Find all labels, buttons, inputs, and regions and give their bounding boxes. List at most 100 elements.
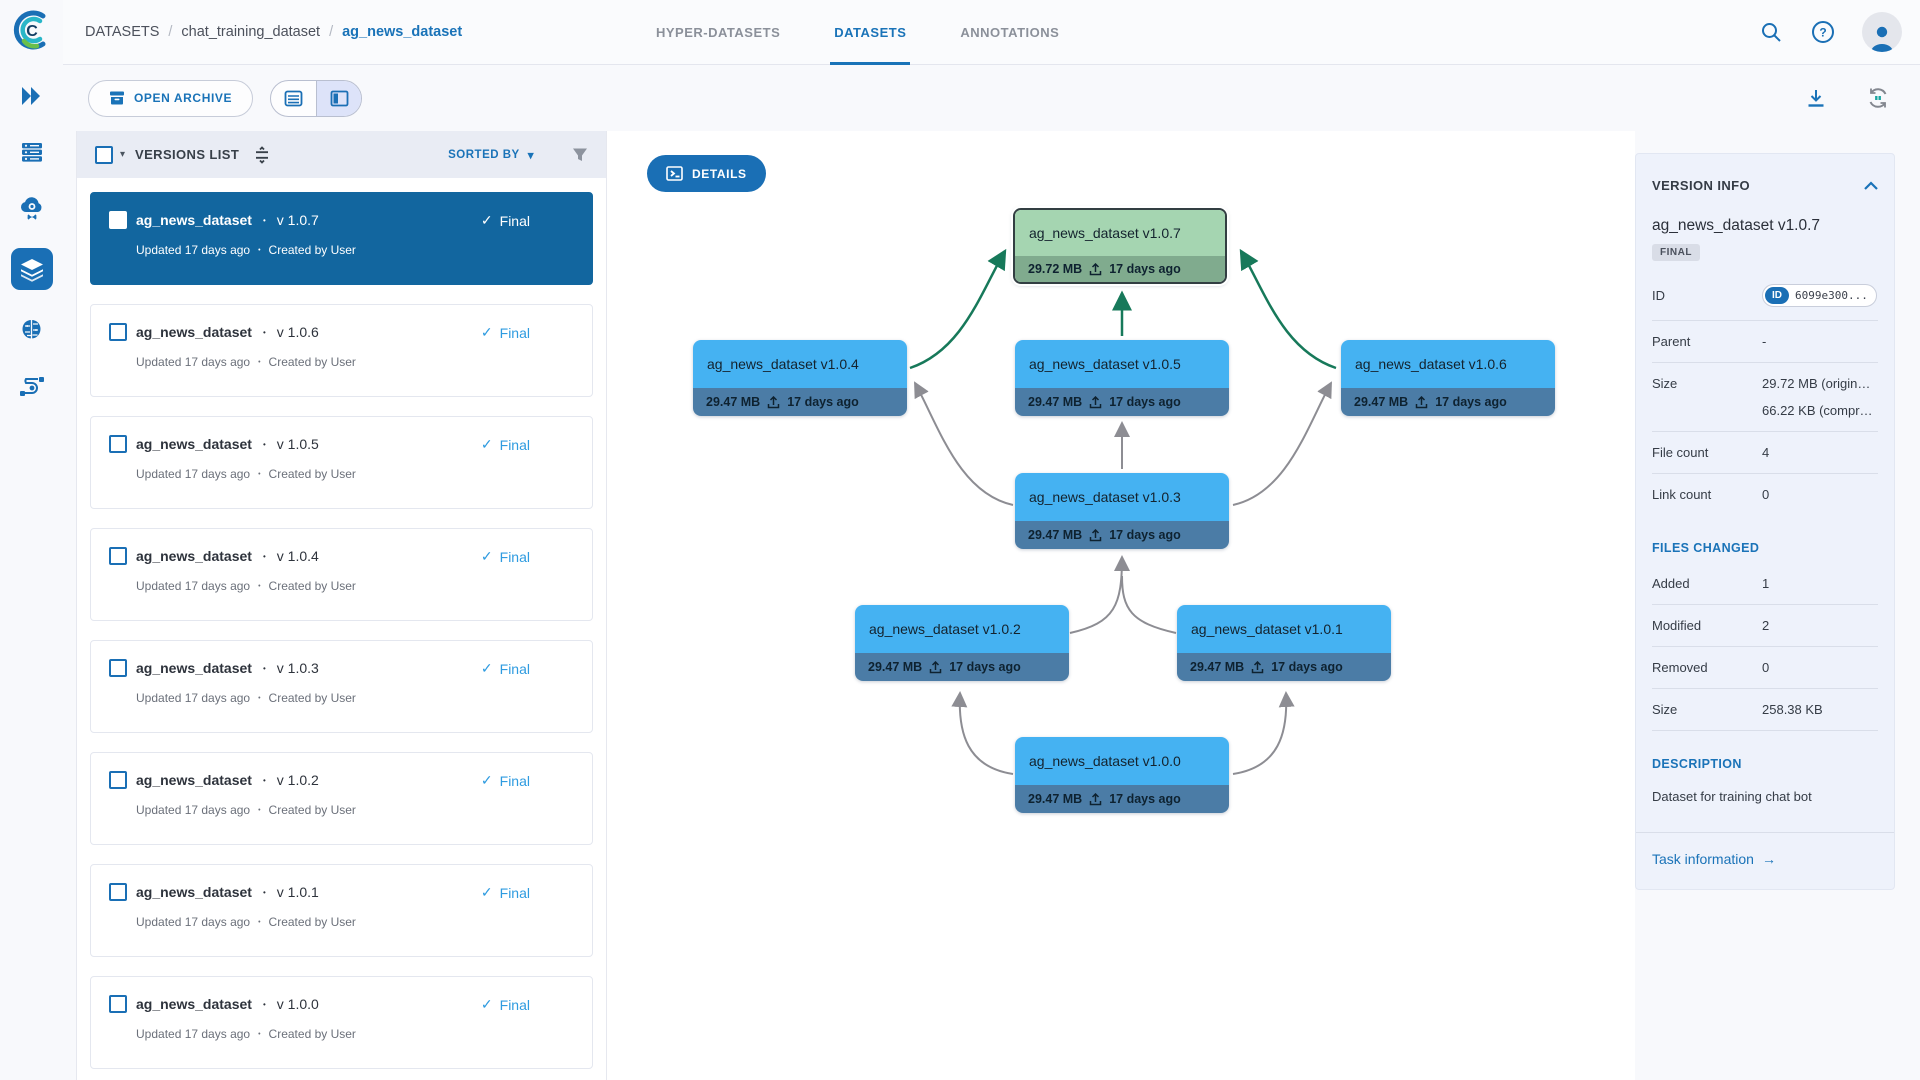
details-label: DETAILS	[692, 166, 747, 181]
separator-dot-icon: •	[262, 439, 266, 449]
node-age: 17 days ago	[1109, 528, 1181, 542]
breadcrumb-project[interactable]: chat_training_dataset	[181, 24, 321, 40]
graph-node-v1-0-1[interactable]: ag_news_dataset v1.0.1 29.47 MB 17 days …	[1177, 605, 1391, 681]
version-list-item[interactable]: ag_news_dataset • v 1.0.6 ✓Final Updated…	[90, 304, 593, 397]
nav-models-icon[interactable]	[12, 314, 52, 346]
help-icon[interactable]: ?	[1810, 19, 1836, 45]
nav-queues-icon[interactable]	[12, 136, 52, 168]
auto-refresh-icon[interactable]	[1866, 86, 1890, 110]
nav-pipelines-icon[interactable]	[12, 370, 52, 402]
task-information-link[interactable]: Task information →	[1652, 851, 1878, 867]
content-area: ▾ VERSIONS LIST SORTED BY ▾	[63, 131, 1920, 1080]
nav-projects-icon[interactable]	[12, 80, 52, 112]
graph-node-v1-0-3[interactable]: ag_news_dataset v1.0.3 29.47 MB 17 days …	[1015, 473, 1229, 549]
versions-list: ag_news_dataset • v 1.0.7 ✓Final Updated…	[77, 178, 606, 1080]
breadcrumb-root[interactable]: DATASETS	[85, 24, 160, 40]
tab-hyper-datasets[interactable]: HYPER-DATASETS	[656, 25, 781, 40]
id-pill[interactable]: ID 6099e300...	[1762, 284, 1877, 307]
upload-icon	[1089, 395, 1102, 408]
version-checkbox[interactable]	[109, 323, 127, 341]
graph-node-v1-0-0[interactable]: ag_news_dataset v1.0.0 29.47 MB 17 days …	[1015, 737, 1229, 813]
graph-node-v1-0-4[interactable]: ag_news_dataset v1.0.4 29.47 MB 17 days …	[693, 340, 907, 416]
tab-annotations[interactable]: ANNOTATIONS	[960, 25, 1060, 40]
node-title: ag_news_dataset v1.0.5	[1015, 340, 1229, 388]
version-creator: Created by User	[268, 915, 356, 929]
version-checkbox[interactable]	[109, 995, 127, 1013]
versions-list-title: VERSIONS LIST	[135, 147, 240, 162]
version-info-panel: VERSION INFO ag_news_dataset v1.0.7 FINA…	[1635, 153, 1895, 890]
info-row-added: Added 1	[1652, 563, 1878, 605]
split-view-button[interactable]	[316, 80, 362, 116]
archive-icon	[110, 91, 124, 105]
version-list-item[interactable]: ag_news_dataset • v 1.0.2 ✓Final Updated…	[90, 752, 593, 845]
search-icon[interactable]	[1758, 19, 1784, 45]
sort-order-icon[interactable]	[253, 145, 271, 164]
version-number: v 1.0.2	[276, 772, 319, 788]
graph-node-v1-0-5[interactable]: ag_news_dataset v1.0.5 29.47 MB 17 days …	[1015, 340, 1229, 416]
node-title: ag_news_dataset v1.0.1	[1177, 605, 1391, 653]
split-view-icon	[330, 90, 349, 106]
version-checkbox[interactable]	[109, 771, 127, 789]
separator-dot-icon: •	[262, 551, 266, 561]
upload-icon	[1251, 660, 1264, 673]
check-icon: ✓	[480, 996, 493, 1012]
version-number: v 1.0.3	[276, 660, 319, 676]
graph-node-v1-0-2[interactable]: ag_news_dataset v1.0.2 29.47 MB 17 days …	[855, 605, 1069, 681]
version-status: ✓Final	[480, 548, 530, 565]
changed-size-value: 258.38 KB	[1762, 702, 1823, 717]
versions-list-header: ▾ VERSIONS LIST SORTED BY ▾	[77, 131, 606, 178]
separator-dot-icon: •	[262, 327, 266, 337]
graph-node-v1-0-7[interactable]: ag_news_dataset v1.0.7 29.72 MB 17 days …	[1013, 208, 1227, 284]
version-list-item[interactable]: ag_news_dataset • v 1.0.0 ✓Final Updated…	[90, 976, 593, 1069]
separator-dot-icon: •	[258, 694, 261, 702]
version-creator: Created by User	[268, 243, 356, 257]
version-checkbox[interactable]	[109, 435, 127, 453]
top-bar: DATASETS / chat_training_dataset / ag_ne…	[63, 0, 1920, 65]
version-checkbox[interactable]	[109, 659, 127, 677]
version-list-item[interactable]: ag_news_dataset • v 1.0.3 ✓Final Updated…	[90, 640, 593, 733]
version-info-name: ag_news_dataset v1.0.7	[1652, 217, 1821, 234]
version-creator: Created by User	[268, 579, 356, 593]
details-button[interactable]: DETAILS	[647, 155, 766, 192]
node-title: ag_news_dataset v1.0.2	[855, 605, 1069, 653]
version-name: ag_news_dataset	[136, 996, 252, 1012]
nav-datasets-icon[interactable]	[10, 248, 53, 290]
version-list-item[interactable]: ag_news_dataset • v 1.0.4 ✓Final Updated…	[90, 528, 593, 621]
open-archive-button[interactable]: OPEN ARCHIVE	[88, 79, 254, 117]
version-checkbox[interactable]	[109, 547, 127, 565]
version-checkbox[interactable]	[109, 211, 127, 229]
download-icon[interactable]	[1804, 86, 1828, 110]
version-list-item[interactable]: ag_news_dataset • v 1.0.5 ✓Final Updated…	[90, 416, 593, 509]
version-updated: Updated 17 days ago	[136, 803, 251, 817]
tab-datasets[interactable]: DATASETS	[830, 0, 911, 65]
version-list-item[interactable]: ag_news_dataset • v 1.0.7 ✓Final Updated…	[90, 192, 593, 285]
clearml-logo[interactable]: C	[10, 8, 54, 52]
node-size: 29.47 MB	[706, 395, 761, 409]
version-name: ag_news_dataset	[136, 436, 252, 452]
info-row-modified: Modified 2	[1652, 605, 1878, 647]
table-view-icon	[284, 90, 303, 106]
id-value: 6099e300...	[1795, 289, 1868, 302]
graph-node-v1-0-6[interactable]: ag_news_dataset v1.0.6 29.47 MB 17 days …	[1341, 340, 1555, 416]
node-title: ag_news_dataset v1.0.3	[1015, 473, 1229, 521]
select-all-checkbox[interactable]	[95, 145, 113, 164]
lineage-graph: DETAILS ag_	[607, 131, 1635, 1080]
filter-icon[interactable]	[572, 147, 588, 163]
upload-icon	[1089, 792, 1102, 805]
select-all-caret-icon[interactable]: ▾	[120, 149, 126, 160]
node-size: 29.47 MB	[868, 660, 923, 674]
collapse-chevron-icon[interactable]	[1864, 181, 1878, 190]
version-list-item[interactable]: ag_news_dataset • v 1.0.1 ✓Final Updated…	[90, 864, 593, 957]
version-info-header: VERSION INFO	[1652, 178, 1750, 193]
version-checkbox[interactable]	[109, 883, 127, 901]
nav-workers-icon[interactable]	[12, 192, 52, 224]
table-view-button[interactable]	[271, 81, 316, 116]
modified-label: Modified	[1652, 618, 1702, 633]
user-avatar[interactable]	[1862, 12, 1902, 52]
size-compressed-value: 66.22 KB (compr…	[1762, 403, 1873, 418]
version-updated: Updated 17 days ago	[136, 467, 251, 481]
breadcrumb-dataset[interactable]: ag_news_dataset	[342, 24, 463, 40]
version-status: ✓Final	[480, 324, 530, 341]
sorted-by-dropdown[interactable]: SORTED BY ▾	[448, 148, 534, 162]
description-header: DESCRIPTION	[1652, 757, 1742, 771]
